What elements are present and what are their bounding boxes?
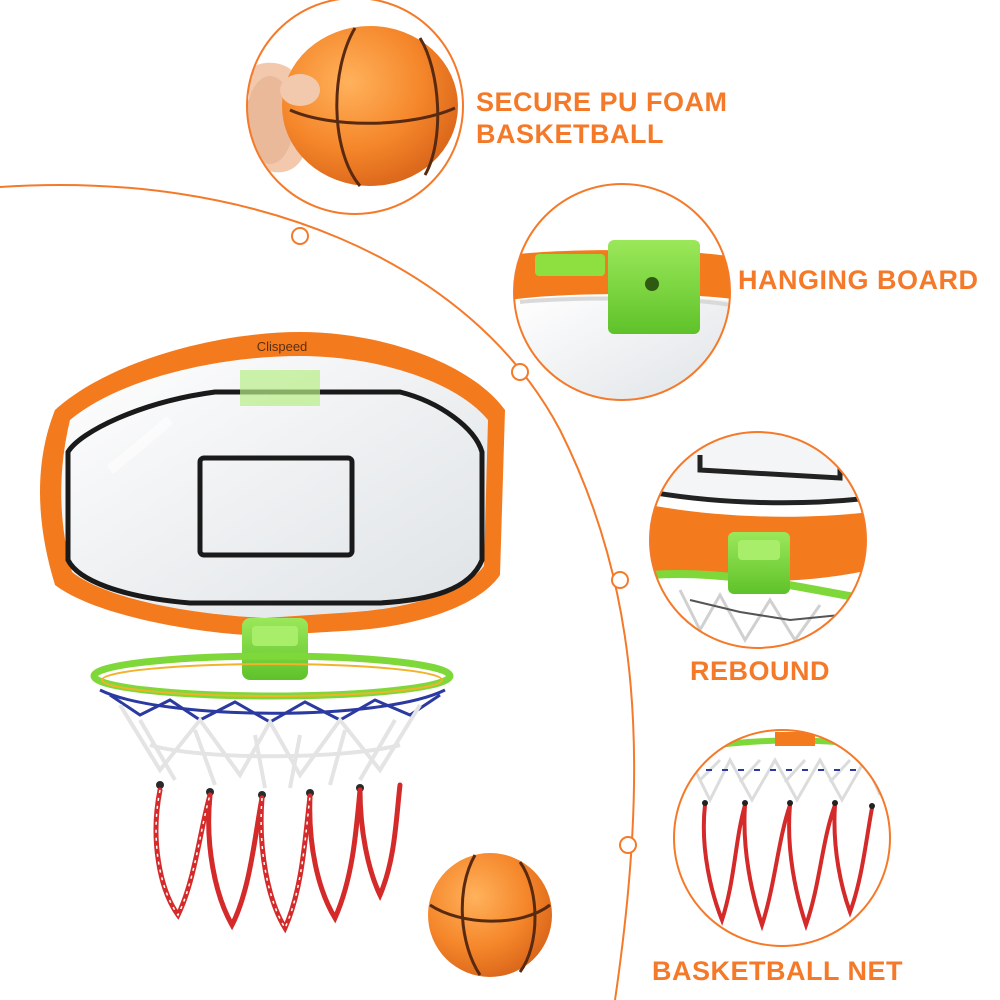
connector-dot	[291, 227, 309, 245]
feature-label-rebound: REBOUND	[690, 656, 831, 686]
feature-label-foam-ball: SECURE PU FOAM BASKETBALL	[476, 86, 728, 150]
feature-label-line: SECURE PU FOAM	[476, 87, 728, 117]
foam-basketball	[428, 853, 552, 977]
feature-label-hanging-board: HANGING BOARD	[738, 265, 979, 295]
target-square	[197, 455, 355, 558]
feature-label-basketball-net: BASKETBALL NET	[652, 956, 904, 986]
connector-dot	[611, 571, 629, 589]
detail-circle-border	[246, 0, 464, 215]
detail-circle-border	[513, 183, 731, 401]
connector-dot	[511, 363, 529, 381]
hoop-net	[99, 688, 446, 934]
detail-circle-border	[673, 729, 891, 947]
detail-net	[674, 730, 890, 946]
detail-circle-border	[649, 431, 867, 649]
brand-logo: Clispeed	[257, 339, 308, 354]
detail-hanging-board	[514, 184, 730, 400]
detail-foam-ball	[247, 0, 463, 214]
feature-label-line: BASKETBALL	[476, 119, 664, 149]
connector-dot	[619, 836, 637, 854]
backboard: Clispeed	[40, 332, 505, 636]
guide-arc	[0, 183, 636, 1000]
